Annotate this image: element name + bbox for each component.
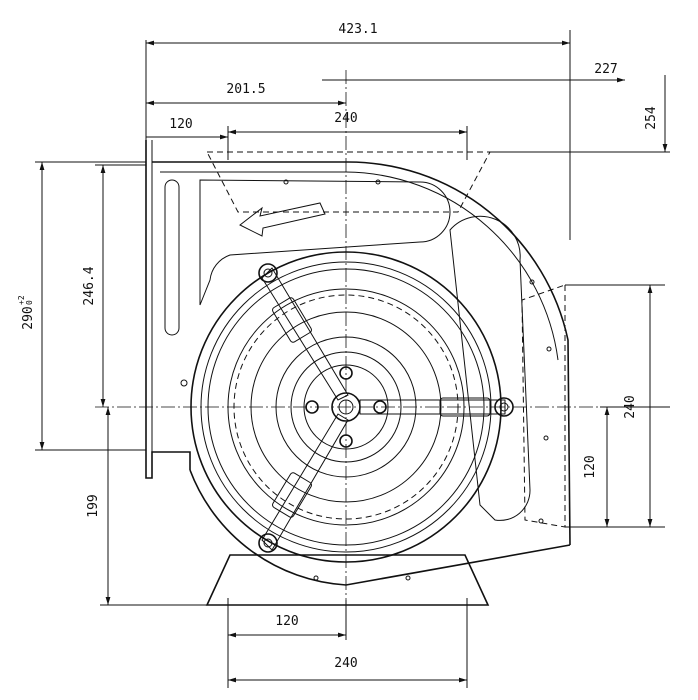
dim-outlet-half: 120 — [583, 455, 598, 478]
dim-outlet-right: 227 — [594, 62, 617, 77]
dim-top-half: 120 — [169, 117, 192, 132]
bolt-hub-top — [339, 366, 353, 380]
bolt-hub-right — [373, 400, 387, 414]
dim-base-width: 240 — [334, 656, 357, 671]
dim-side-tol-lower: 0 — [25, 300, 34, 305]
dim-side-height-group: 290 +2 0 — [17, 295, 36, 330]
bolts — [258, 263, 514, 553]
bolt-right — [494, 397, 514, 417]
bolt-bottom-left — [258, 533, 278, 553]
dim-outlet-height: 240 — [623, 395, 638, 418]
center-lines — [95, 70, 640, 605]
dim-base-half: 120 — [275, 614, 298, 629]
dim-side-height: 290 — [21, 306, 36, 329]
dimension-labels: 423.1 201.5 227 240 120 254 290 +2 0 246… — [17, 22, 659, 671]
dim-inlet-offset: 201.5 — [226, 82, 265, 97]
bolt-hub-bottom — [339, 434, 353, 448]
bolt-hub-left — [305, 400, 319, 414]
dim-top-height: 254 — [644, 106, 659, 130]
bolt-top-left — [258, 263, 278, 283]
base-plate — [205, 554, 490, 606]
dim-top-opening-width: 240 — [334, 111, 357, 126]
dim-side-tol-upper: +2 — [17, 295, 26, 305]
scroll-housing — [145, 140, 571, 586]
motor-spokes — [261, 267, 506, 551]
dim-center-height: 246.4 — [82, 266, 97, 305]
dimension-lines — [35, 30, 670, 688]
dashed-outlines — [206, 151, 566, 528]
impeller-wheel — [190, 251, 502, 563]
dim-base-height: 199 — [86, 494, 101, 517]
dim-overall-width: 423.1 — [338, 22, 377, 37]
